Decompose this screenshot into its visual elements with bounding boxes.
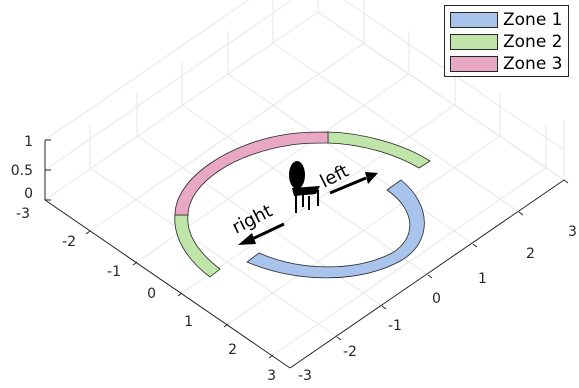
legend-label: Zone 3 xyxy=(503,54,563,74)
x-tick-label: -3 xyxy=(16,206,30,222)
y-tick-label: -2 xyxy=(343,344,357,360)
z-tick-label: 0.5 xyxy=(11,163,33,179)
left-arrow xyxy=(329,172,378,195)
y-tick-label: 1 xyxy=(478,271,487,287)
y-tick-label: -1 xyxy=(388,318,402,334)
legend-item-zone-1: Zone 1 xyxy=(445,9,568,31)
z-tick-label: 0 xyxy=(24,186,33,202)
y-tick-label: 2 xyxy=(526,246,535,262)
chair-icon xyxy=(289,161,320,213)
tick-marks xyxy=(45,139,569,359)
legend-item-zone-3: Zone 3 xyxy=(445,53,568,75)
x-tick-label: 2 xyxy=(228,342,237,358)
y-tick-label: -3 xyxy=(298,368,312,384)
legend-swatch-zone-3 xyxy=(450,56,498,72)
legend: Zone 1 Zone 2 Zone 3 xyxy=(444,5,569,77)
zone-3-arc xyxy=(174,131,329,216)
legend-item-zone-2: Zone 2 xyxy=(445,31,568,53)
legend-swatch-zone-2 xyxy=(450,34,498,50)
zone-2-arc xyxy=(174,214,221,278)
x-tick-label: 3 xyxy=(267,368,276,384)
left-label: left xyxy=(317,161,353,193)
x-tick-label: -2 xyxy=(62,234,76,250)
x-tick-label: -1 xyxy=(107,264,121,280)
legend-label: Zone 2 xyxy=(503,32,563,52)
right-arrow xyxy=(238,222,285,245)
x-tick-label: 1 xyxy=(184,314,193,330)
legend-label: Zone 1 xyxy=(503,10,563,30)
z-tick-label: 1 xyxy=(24,134,33,150)
x-tick-label: 0 xyxy=(147,286,156,302)
y-tick-label: 3 xyxy=(568,224,577,240)
zone-2-arc xyxy=(327,131,431,169)
zone-1-arc xyxy=(246,179,425,279)
y-tick-label: 0 xyxy=(432,291,441,307)
legend-swatch-zone-1 xyxy=(450,12,498,28)
